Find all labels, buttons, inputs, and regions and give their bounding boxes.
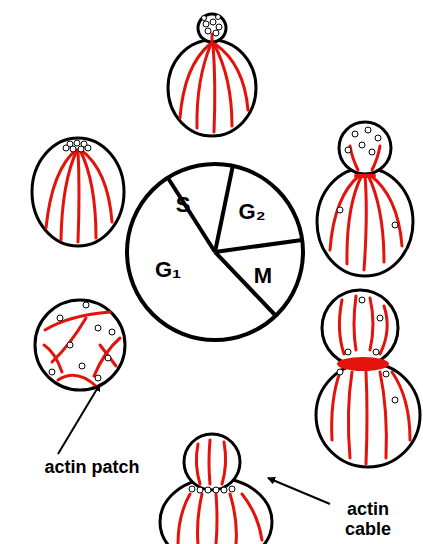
cable-leader [268, 478, 330, 504]
patch-leader [58, 384, 100, 454]
cell-g2 [317, 122, 413, 276]
cell-g1-early [35, 300, 125, 390]
cell-cytokinesis [160, 434, 272, 544]
callout-label: actin cable [336, 500, 400, 540]
cell-g1-late [32, 138, 124, 246]
cell-m [316, 290, 420, 467]
phase-label: M [254, 264, 272, 288]
phase-label: S [176, 193, 191, 217]
phase-label: G₂ [239, 200, 266, 224]
callout-label: actin patch [44, 458, 139, 478]
phase-label: G₁ [155, 258, 181, 282]
cycle-pie [127, 164, 303, 340]
cell-s [168, 14, 256, 136]
